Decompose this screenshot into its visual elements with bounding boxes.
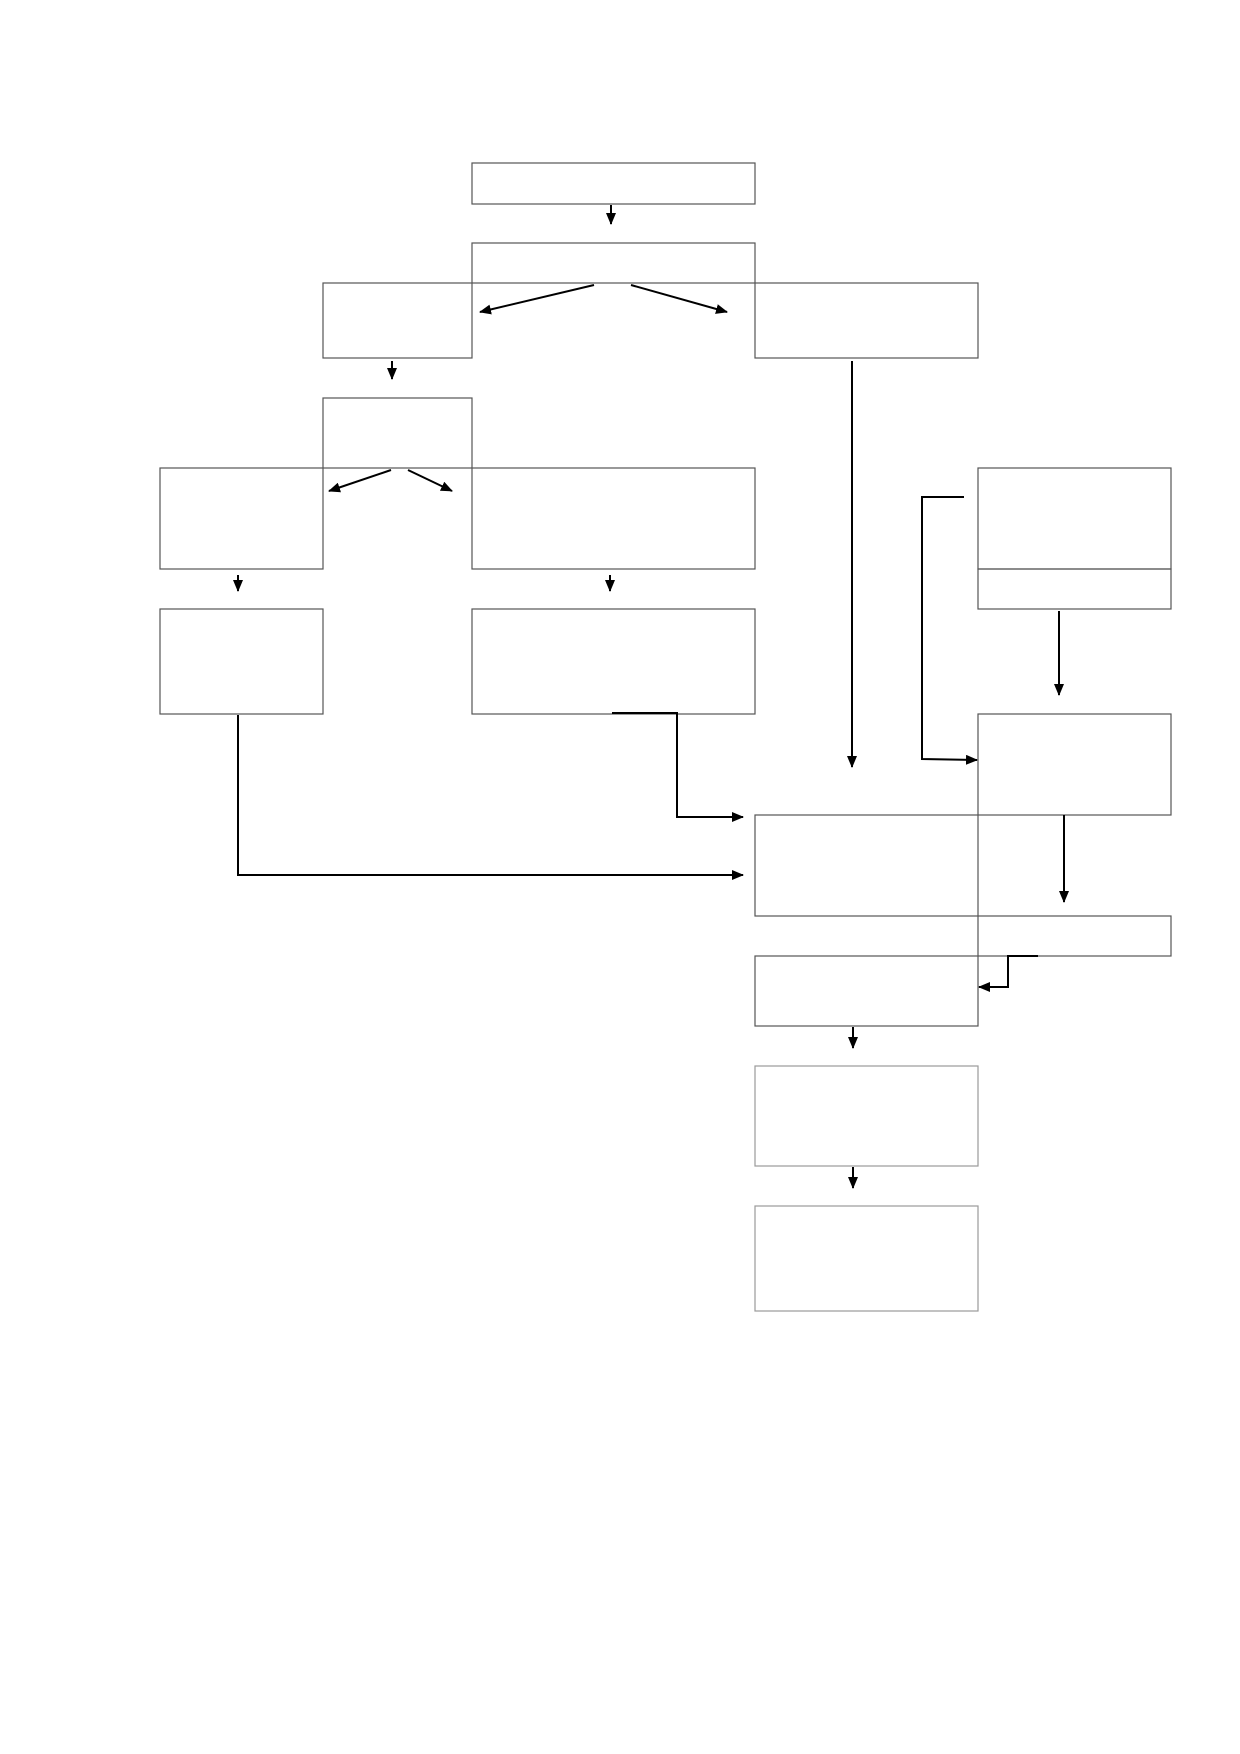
flow-box-border <box>977 713 1172 816</box>
connectors-layer <box>233 205 1069 1189</box>
flow-box <box>977 467 1172 570</box>
flow-box-border <box>159 608 324 715</box>
flow-box <box>322 282 473 359</box>
flow-box <box>754 814 979 917</box>
flow-box-border <box>977 568 1172 610</box>
flow-box-border <box>754 282 979 359</box>
flow-box <box>471 467 756 570</box>
flow-box-border <box>471 467 756 570</box>
flow-box <box>471 608 756 715</box>
flow-box-border <box>471 242 756 284</box>
flow-box-border <box>754 955 979 1027</box>
flow-box <box>977 713 1172 816</box>
flow-box-border <box>322 282 473 359</box>
flow-box-border <box>977 915 1172 957</box>
boxes-layer <box>159 162 1172 1312</box>
flow-box-border <box>754 1205 979 1312</box>
flow-box-border <box>322 397 473 469</box>
flow-box <box>977 568 1172 610</box>
flow-box <box>754 1205 979 1312</box>
flow-box <box>471 162 756 205</box>
connector-arrow <box>328 469 392 493</box>
flow-box <box>159 608 324 715</box>
flow-box-border <box>471 608 756 715</box>
flow-box-border <box>471 162 756 205</box>
connector-arrow <box>237 715 744 880</box>
flow-box-border <box>159 467 324 570</box>
connector-arrow <box>630 284 728 314</box>
connector-arrow <box>612 712 744 822</box>
connector-arrow <box>407 469 453 492</box>
flow-box <box>754 282 979 359</box>
connector-arrow <box>921 496 978 765</box>
flow-box-border <box>977 467 1172 570</box>
flow-box-border <box>754 814 979 917</box>
connector-arrow <box>479 284 595 315</box>
flow-box <box>977 915 1172 957</box>
flow-box <box>322 397 473 469</box>
connector-arrow <box>978 955 1038 992</box>
flow-box <box>471 242 756 284</box>
flow-box <box>754 955 979 1027</box>
flow-box <box>754 1065 979 1167</box>
flow-box <box>159 467 324 570</box>
flow-box-border <box>754 1065 979 1167</box>
